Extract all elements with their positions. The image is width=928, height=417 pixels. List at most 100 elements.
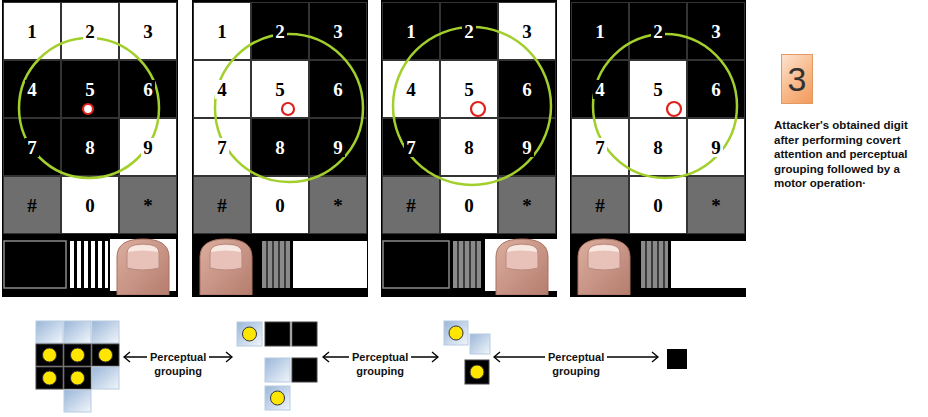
- dark-tile: [292, 322, 317, 346]
- key-digit: 7: [215, 138, 229, 157]
- keypad-key: *: [498, 176, 556, 234]
- stripe: [475, 241, 477, 288]
- stripe: [651, 241, 653, 288]
- keypad-key: 1: [571, 2, 629, 60]
- black-block: [383, 241, 449, 288]
- key-digit: 6: [141, 80, 155, 99]
- black-block: [4, 241, 66, 288]
- key-digit: 5: [83, 80, 97, 99]
- arrow-head: [652, 352, 658, 362]
- key-digit: 3: [331, 22, 345, 41]
- yellow-dot: [71, 371, 85, 385]
- thumb-image: [117, 239, 169, 295]
- keypad-key: 1: [3, 2, 61, 60]
- yellow-dot: [449, 326, 463, 340]
- key-digit: 5: [651, 80, 665, 99]
- keypad-key: 2: [61, 2, 119, 60]
- key-digit: 4: [215, 80, 229, 99]
- key-digit: 4: [25, 80, 39, 99]
- keypad-key: 8: [440, 118, 498, 176]
- key-digit: 3: [709, 22, 723, 41]
- phone-screen: [570, 0, 746, 297]
- keypad-key: 4: [193, 60, 251, 118]
- result-digit-box: 3: [781, 54, 813, 104]
- stripe: [457, 241, 459, 288]
- key-digit: 0: [83, 196, 97, 215]
- result-description: Attacker's obtained digit after performi…: [774, 118, 924, 191]
- key-digit: 2: [83, 22, 97, 41]
- thumb-image: [200, 239, 252, 295]
- yellow-dot: [71, 348, 85, 362]
- keypad-key: 5: [440, 60, 498, 118]
- stripe: [95, 241, 98, 288]
- key-digit: 3: [141, 22, 155, 41]
- keypad-key: 8: [61, 118, 119, 176]
- gaze-point: [471, 102, 485, 116]
- keypad-key: #: [382, 176, 440, 234]
- stripe: [469, 241, 471, 288]
- stripe-bar: [70, 241, 108, 288]
- keypad-key: *: [309, 176, 367, 234]
- arrow-head: [323, 352, 329, 362]
- keypad-key: 7: [571, 118, 629, 176]
- key-digit: 9: [331, 138, 345, 157]
- key-digit: *: [709, 196, 723, 215]
- key-digit: 0: [462, 196, 476, 215]
- key-digit: 8: [651, 138, 665, 157]
- dark-tile: [64, 367, 91, 389]
- stripe: [278, 241, 280, 288]
- key-digit: 2: [462, 22, 476, 41]
- stripe: [463, 241, 465, 288]
- arrow-head: [124, 352, 130, 362]
- keypad-key: 0: [629, 176, 687, 234]
- arrow-head: [226, 352, 232, 362]
- key-digit: 6: [709, 80, 723, 99]
- keypad-key: *: [119, 176, 177, 234]
- keypad-key: 0: [61, 176, 119, 234]
- stripe-bar: [641, 241, 668, 288]
- key-digit: #: [215, 196, 229, 215]
- light-tile: [64, 390, 91, 412]
- dark-tile: [36, 344, 63, 366]
- attention-circle: [19, 38, 159, 178]
- white-block: [293, 241, 367, 288]
- yellow-dot: [43, 371, 57, 385]
- keypad-key: #: [571, 176, 629, 234]
- key-digit: 6: [331, 80, 345, 99]
- light-tile: [237, 322, 262, 346]
- keypad-key: 2: [251, 2, 309, 60]
- yellow-dot: [271, 391, 285, 405]
- stripe: [645, 241, 647, 288]
- attention-circle: [393, 27, 551, 185]
- keypad-key: 6: [498, 60, 556, 118]
- light-tile: [265, 358, 290, 382]
- key-digit: 5: [462, 80, 476, 99]
- stripe: [657, 241, 659, 288]
- keypad-key: 9: [309, 118, 367, 176]
- process-label: Perceptual grouping: [545, 350, 607, 378]
- dark-tile: [265, 322, 290, 346]
- dark-tile: [36, 367, 63, 389]
- attention-circle: [593, 34, 737, 178]
- light-tile: [265, 386, 290, 410]
- keypad-key: 3: [498, 2, 556, 60]
- key-digit: 2: [651, 22, 665, 41]
- gaze-point: [83, 104, 93, 114]
- yellow-dot: [99, 348, 113, 362]
- key-digit: 2: [273, 22, 287, 41]
- keypad-key: 3: [687, 2, 745, 60]
- stripe: [81, 241, 84, 288]
- key-digit: *: [141, 196, 155, 215]
- stripe: [74, 241, 77, 288]
- key-digit: #: [25, 196, 39, 215]
- dark-tile: [465, 360, 489, 384]
- gaze-point: [667, 102, 681, 116]
- keypad-key: 4: [382, 60, 440, 118]
- keypad-key: #: [193, 176, 251, 234]
- yellow-dot: [470, 365, 484, 379]
- key-digit: *: [331, 196, 345, 215]
- light-tile: [470, 334, 490, 354]
- thumb-image: [496, 239, 548, 295]
- key-digit: #: [404, 196, 418, 215]
